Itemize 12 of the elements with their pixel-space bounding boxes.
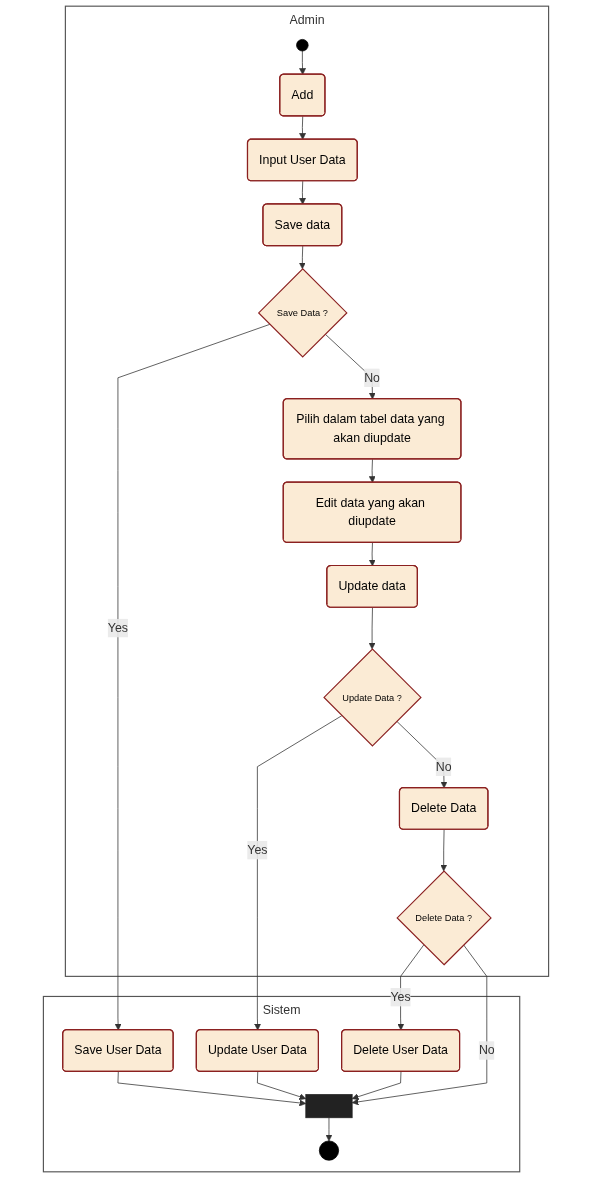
node-diamond: Save Data ? (257, 268, 348, 358)
node-circle (296, 39, 309, 52)
edge-label: Yes (247, 843, 268, 857)
node-diamond: Delete Data ? (396, 870, 492, 966)
edge-label: No (478, 1043, 495, 1057)
edge-label: Yes (107, 621, 129, 635)
node-circle (318, 1140, 340, 1161)
edge-label: No (364, 370, 380, 384)
node-bar (305, 1094, 353, 1119)
node-diamond: Update Data ? (323, 648, 422, 747)
edge-label: Yes (390, 990, 411, 1004)
edge-label: No (435, 759, 452, 773)
